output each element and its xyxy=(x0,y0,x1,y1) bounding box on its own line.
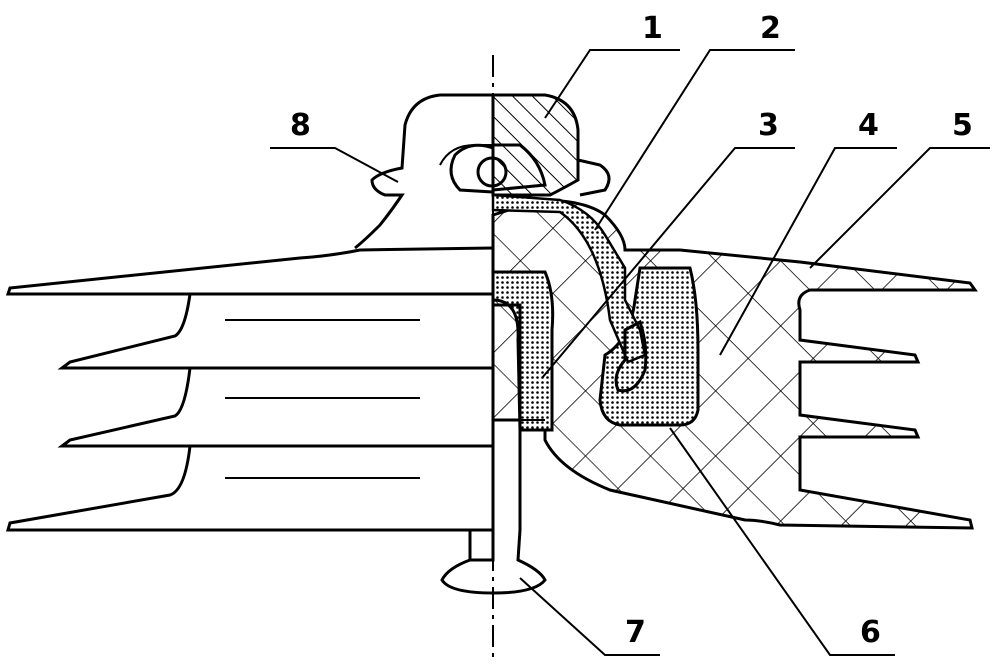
porcelain-dielectric xyxy=(493,200,975,528)
callout-5: 5 xyxy=(952,108,973,143)
callout-2: 2 xyxy=(760,11,781,46)
callout-6: 6 xyxy=(860,615,881,650)
callout-8: 8 xyxy=(290,108,311,143)
callout-7: 7 xyxy=(625,615,646,650)
callout-3: 3 xyxy=(758,108,779,143)
callout-1: 1 xyxy=(642,11,663,46)
external-view-left xyxy=(8,95,493,560)
callout-4: 4 xyxy=(858,108,879,143)
section-view-right xyxy=(442,95,975,593)
